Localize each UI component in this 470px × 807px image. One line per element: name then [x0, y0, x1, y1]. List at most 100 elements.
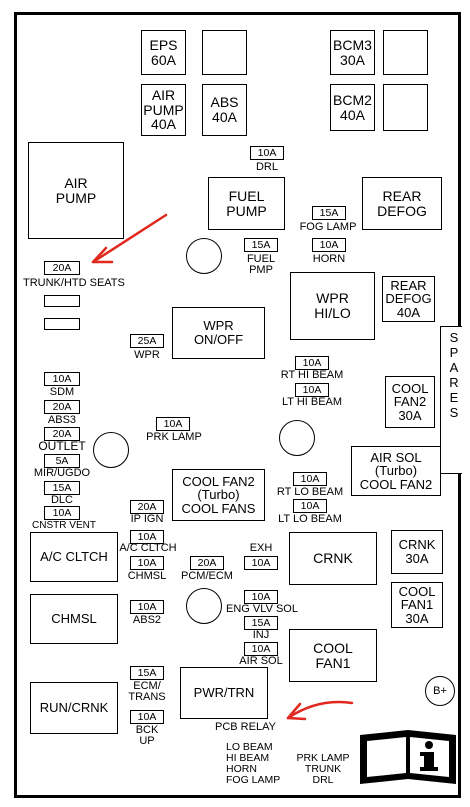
air-pump-40a-fuse: AIR PUMP 40A [141, 84, 186, 136]
lt-hi-beam-label: LT HI BEAM [281, 396, 343, 408]
fog-lamp-label: FOG LAMP [299, 221, 357, 233]
empty-fuse-slot [44, 318, 80, 330]
crnk-30a-fuse: CRNK 30A [391, 530, 443, 574]
bcm3-fuse: BCM3 30A [330, 30, 375, 75]
spares-letter: S [449, 405, 459, 420]
abs2-label: ABS2 [132, 614, 162, 626]
empty-slot [383, 84, 428, 131]
air-pump-relay: AIR PUMP [28, 142, 124, 239]
wpr-fuse-amp: 25A [130, 334, 164, 348]
spares-letter: A [449, 360, 459, 375]
air-sol-cool-fan2-relay: AIR SOL (Turbo) COOL FAN2 [351, 446, 441, 496]
exh-label: EXH [249, 542, 273, 554]
prk-lamp-label: PRK LAMP [146, 431, 202, 443]
ecm-trans-fuse-amp: 15A [130, 666, 164, 680]
pcm-ecm-fuse-amp: 20A [190, 556, 224, 570]
mounting-post [279, 420, 315, 456]
eng-vlv-sol-fuse-amp: 10A [244, 590, 278, 604]
spares-letter: E [449, 390, 459, 405]
sdm-label: SDM [49, 386, 75, 398]
ip-ign-fuse-amp: 20A [130, 500, 164, 514]
air-sol-label: AIR SOL [239, 655, 283, 667]
trunk-htd-seats-fuse-amp: 20A [44, 261, 80, 275]
ecm-trans-label: ECM/ TRANS [128, 680, 166, 703]
ac-cltch-fuse-label: A/C CLTCH [119, 542, 177, 554]
rt-hi-beam-label: RT HI BEAM [280, 369, 344, 381]
prk-lamp-fuse-amp: 10A [156, 417, 190, 431]
empty-slot [202, 30, 247, 75]
abs-40a-fuse: ABS 40A [202, 84, 247, 136]
rt-lo-beam-fuse-amp: 10A [293, 472, 327, 486]
trunk-htd-seats-label: TRUNK/HTD SEATS [23, 277, 125, 289]
chmsl-fuse-amp: 10A [130, 556, 164, 570]
mir-ugdo-fuse-amp: 5A [44, 454, 80, 468]
outlet-fuse-amp: 20A [44, 427, 80, 441]
dlc-label: DLC [50, 494, 73, 506]
abs3-label: ABS3 [47, 414, 77, 426]
abs2-fuse-amp: 10A [130, 600, 164, 614]
fog-lamp-fuse-amp: 15A [312, 206, 346, 220]
outlet-label: OUTLET [38, 439, 86, 453]
manual-info-icon [360, 730, 456, 784]
pcm-ecm-label: PCM/ECM [181, 570, 233, 582]
cool-fan2-cool-fans-relay: COOL FAN2 (Turbo) COOL FANS [172, 469, 265, 521]
spares-letter: R [449, 375, 459, 390]
spares-letter: S [449, 330, 459, 345]
air-sol-fuse-amp: 10A [244, 642, 278, 656]
cnstr-vent-label: CNSTR VENT [32, 520, 96, 531]
wpr-label: WPR [134, 349, 160, 361]
spares-slot [440, 326, 462, 474]
chmsl-relay: CHMSL [30, 594, 118, 644]
horn-label: HORN [312, 253, 346, 265]
fuel-pmp-label: FUEL PMP [246, 253, 276, 276]
bck-up-fuse-amp: 10A [130, 710, 164, 724]
pcb-relay-label: PCB RELAY [215, 721, 276, 733]
pcb-relay-list-left: LO BEAM HI BEAM HORN FOG LAMP [226, 741, 281, 786]
rt-lo-beam-label: RT LO BEAM [276, 486, 344, 498]
eng-vlv-sol-label: ENG VLV SOL [226, 603, 298, 615]
horn-fuse-amp: 10A [312, 238, 346, 252]
empty-slot [383, 30, 428, 75]
cool-fan2-30a-fuse: COOL FAN2 30A [385, 376, 435, 428]
rear-defog-relay: REAR DEFOG [362, 177, 442, 230]
lt-hi-beam-fuse-amp: 10A [295, 383, 329, 397]
drl-fuse-amp: 10A [250, 146, 284, 160]
red-annotation-arrow [286, 700, 354, 721]
red-annotation-arrow [91, 213, 168, 264]
drl-label: DRL [255, 161, 278, 173]
rear-defog-40a-fuse: REAR DEFOG 40A [382, 276, 435, 322]
empty-fuse-slot [44, 295, 80, 307]
battery-positive-terminal: B+ [425, 676, 455, 706]
exh-fuse-amp: 10A [244, 556, 278, 570]
wpr-hilo-relay: WPR HI/LO [290, 272, 375, 340]
cnstr-vent-fuse-amp: 10A [44, 506, 80, 520]
pcb-relay-list-right: PRK LAMP TRUNK DRL [296, 752, 350, 786]
ip-ign-label: IP IGN [130, 513, 164, 525]
inj-fuse-amp: 15A [244, 616, 278, 630]
mir-ugdo-label: MIR/UGDO [33, 467, 91, 479]
mounting-post [186, 238, 222, 274]
ac-clutch-relay: A/C CLTCH [30, 532, 118, 582]
bck-up-label: BCK UP [135, 724, 159, 747]
cool-fan1-30a-fuse: COOL FAN1 30A [391, 582, 443, 628]
abs3-fuse-amp: 20A [44, 400, 80, 414]
chmsl-fuse-label: CHMSL [127, 570, 167, 582]
inj-label: INJ [252, 629, 270, 641]
run-crnk-relay: RUN/CRNK [30, 682, 118, 734]
fuel-pmp-fuse-amp: 15A [244, 238, 278, 252]
bcm2-fuse: BCM2 40A [330, 84, 375, 131]
wpr-onoff-relay: WPR ON/OFF [172, 307, 265, 359]
pwr-trn-relay: PWR/TRN [180, 667, 268, 719]
sdm-fuse-amp: 10A [44, 372, 80, 386]
mounting-post [186, 588, 222, 624]
dlc-fuse-amp: 15A [44, 481, 80, 495]
lt-lo-beam-label: LT LO BEAM [278, 513, 342, 525]
cool-fan1-relay: COOL FAN1 [289, 629, 377, 682]
mounting-post [93, 432, 129, 468]
ac-cltch-fuse-amp: 10A [130, 530, 164, 544]
fuel-pump-relay: FUEL PUMP [208, 177, 285, 230]
spares-letter: P [449, 345, 459, 360]
rt-hi-beam-fuse-amp: 10A [295, 356, 329, 370]
